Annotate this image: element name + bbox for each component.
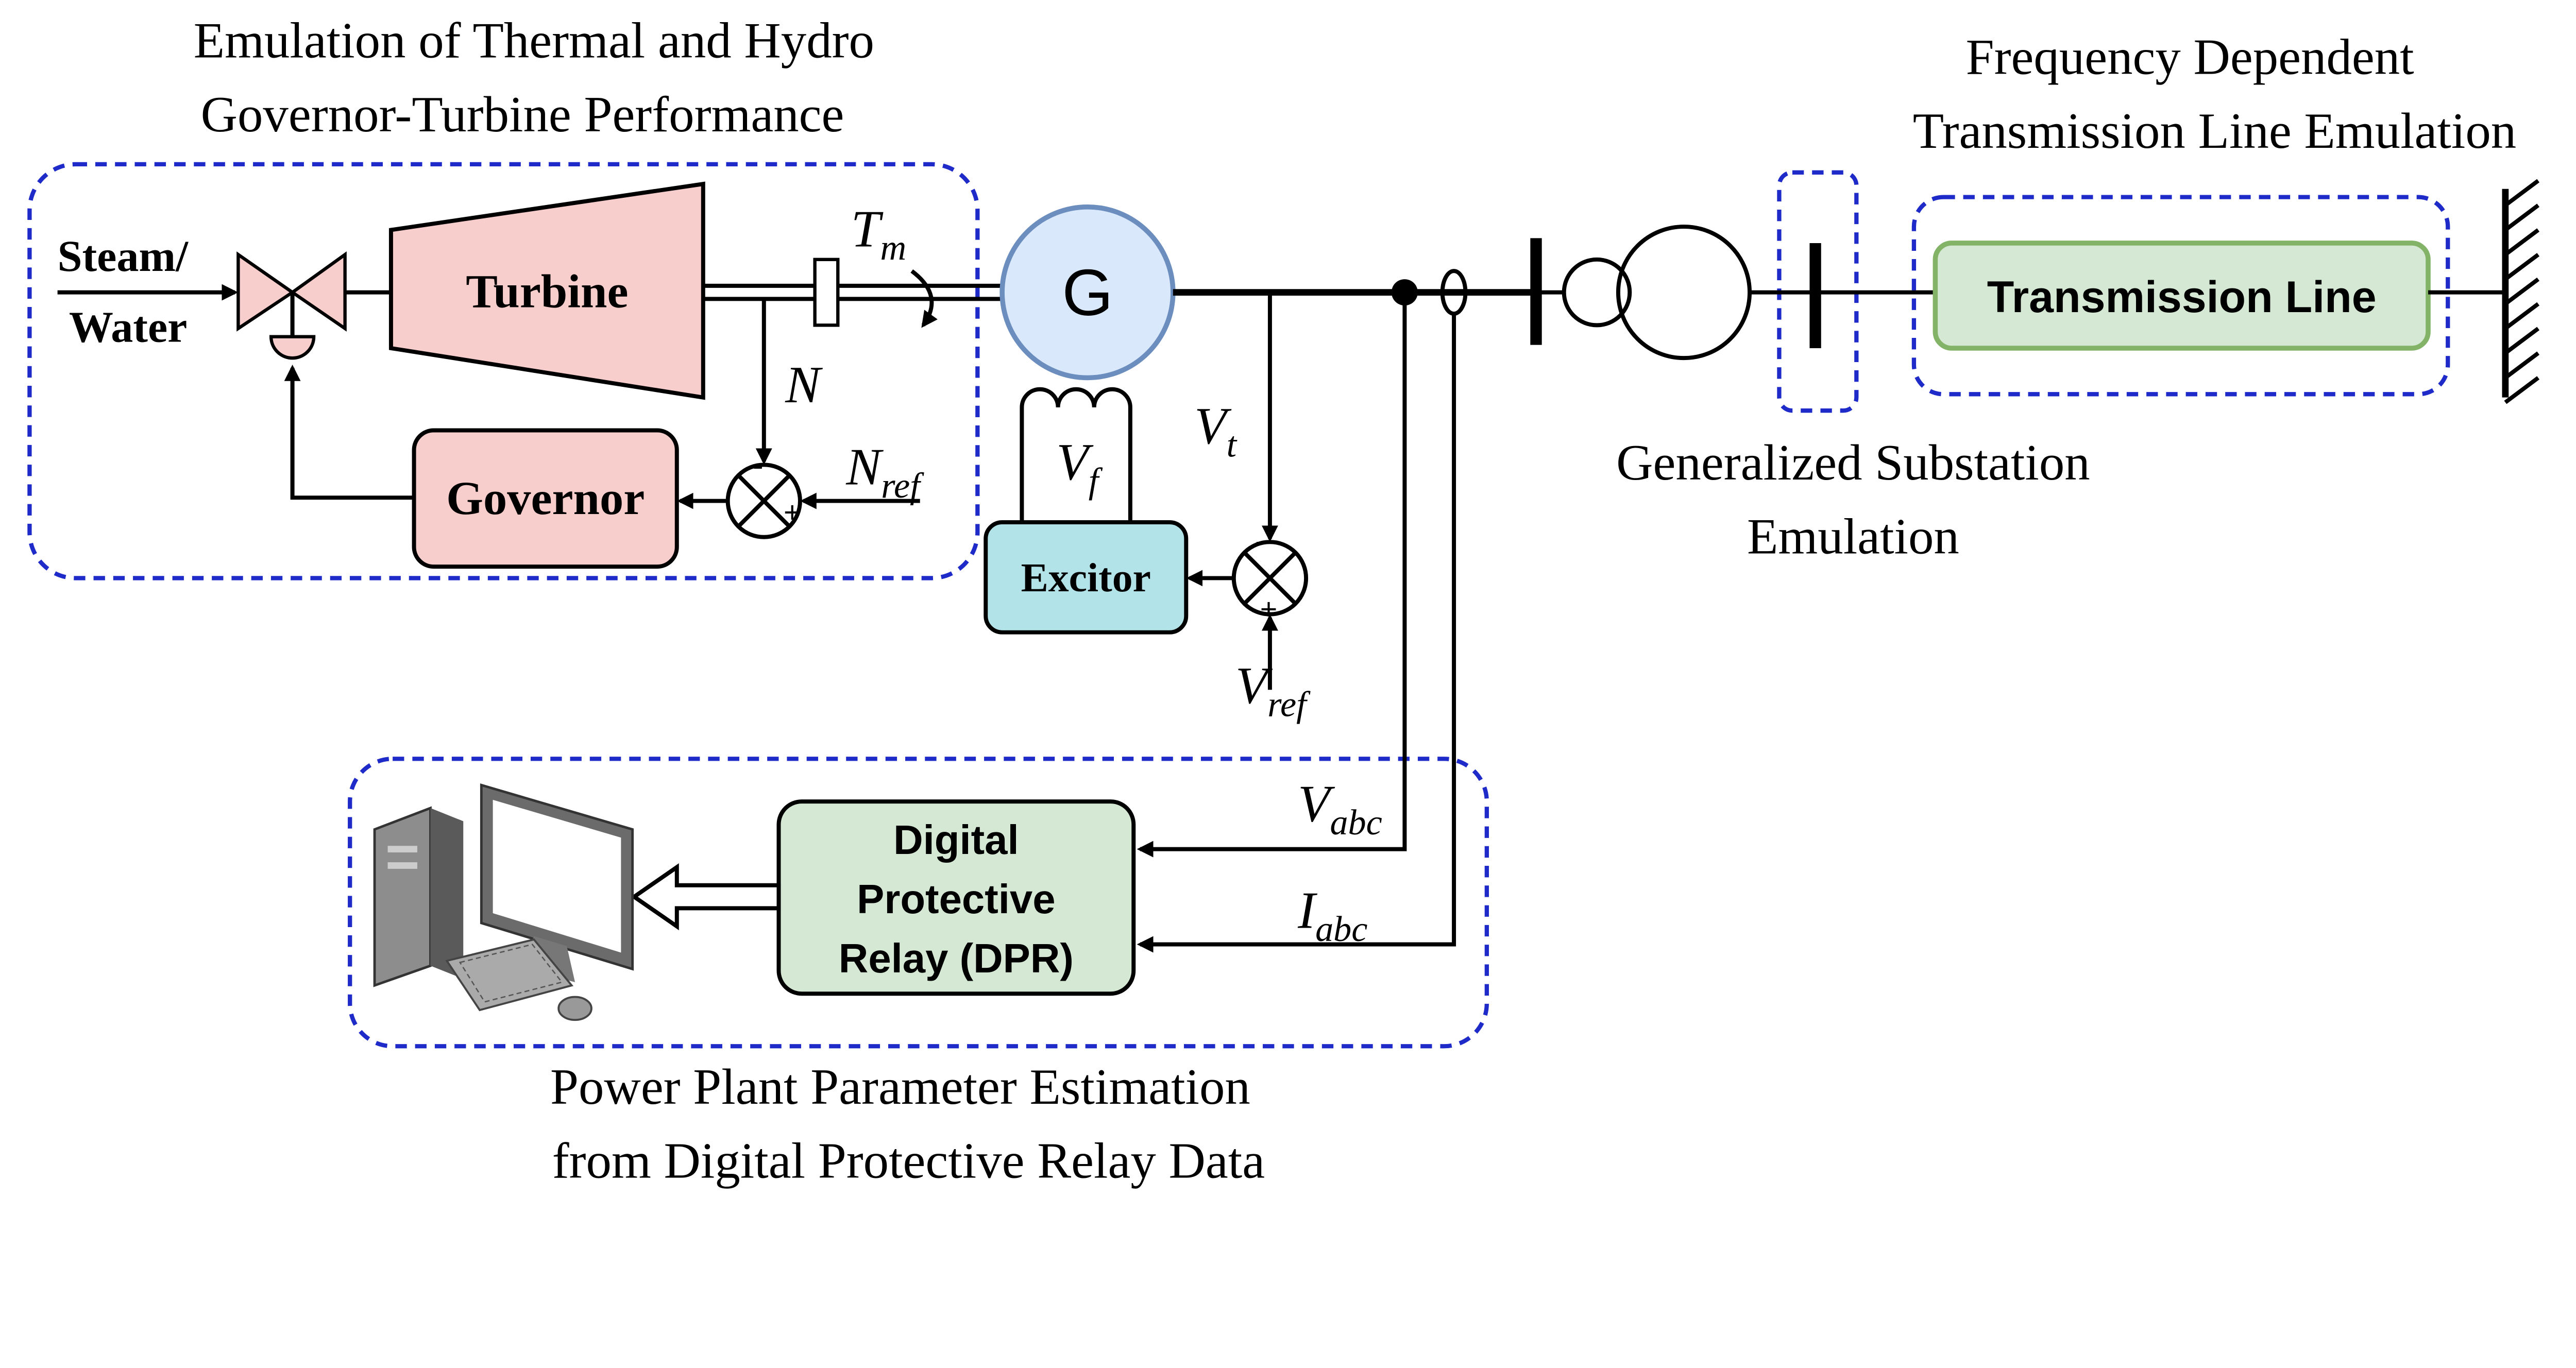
governor-section-box bbox=[27, 162, 980, 580]
voltage-summing-junction: - + bbox=[1231, 522, 1309, 626]
vabc-line bbox=[1137, 292, 1407, 858]
estimation-section-box bbox=[348, 757, 1489, 1049]
torque-arrow bbox=[910, 269, 938, 328]
n-label: N bbox=[785, 356, 823, 414]
shaft-coupling bbox=[813, 258, 840, 327]
governor-section-title-2: Governor-Turbine Performance bbox=[201, 87, 844, 143]
valve-icon bbox=[236, 251, 347, 360]
substation-section-title-2: Emulation bbox=[1747, 509, 1959, 565]
vt-label: Vt bbox=[1194, 397, 1237, 465]
svg-text:-: - bbox=[752, 447, 763, 484]
vref-label: Vref bbox=[1235, 657, 1311, 725]
generator-label: G bbox=[1062, 256, 1113, 330]
water-label: Water bbox=[69, 302, 187, 351]
estimation-section-title-2: from Digital Protective Relay Data bbox=[552, 1133, 1265, 1189]
turbine-block bbox=[388, 181, 705, 400]
steam-label: Steam/ bbox=[58, 231, 189, 281]
turbine-label: Turbine bbox=[466, 265, 628, 318]
field-winding-icon bbox=[1020, 387, 1132, 523]
power-plant-diagram: Emulation of Thermal and Hydro Governor-… bbox=[27, 13, 2540, 1189]
transmission-section-box bbox=[1911, 195, 2450, 397]
iabc-line bbox=[1137, 314, 1456, 953]
transmission-line-label: Transmission Line bbox=[1987, 272, 2377, 322]
governor-section-title-1: Emulation of Thermal and Hydro bbox=[194, 13, 874, 69]
dpr-label-2: Protective bbox=[857, 876, 1055, 922]
svg-text:-: - bbox=[1255, 522, 1266, 559]
governor-valve-line bbox=[284, 364, 414, 500]
excitor-label: Excitor bbox=[1021, 555, 1151, 601]
transmission-section-title-1: Frequency Dependent bbox=[1966, 29, 2414, 85]
generator bbox=[999, 204, 1176, 381]
dpr-label-3: Relay (DPR) bbox=[839, 935, 1074, 981]
iabc-label: Iabc bbox=[1297, 882, 1367, 950]
vabc-label: Vabc bbox=[1298, 775, 1382, 843]
nref-label: Nref bbox=[845, 438, 924, 506]
transmission-line-block bbox=[1933, 241, 2431, 351]
svg-text:+: + bbox=[784, 496, 801, 529]
data-transfer-arrow bbox=[630, 863, 781, 931]
ground-icon bbox=[2502, 179, 2540, 404]
substation-section-title-1: Generalized Substation bbox=[1616, 435, 2090, 491]
transformer-icon bbox=[1562, 225, 1752, 361]
computer-icon bbox=[373, 783, 634, 1021]
transmission-section-title-2: Transmission Line Emulation bbox=[1913, 103, 2517, 159]
speed-summing-junction: - + bbox=[725, 447, 802, 539]
governor-label: Governor bbox=[446, 472, 645, 525]
tm-label: Tm bbox=[851, 200, 906, 268]
dpr-label-1: Digital bbox=[893, 817, 1019, 863]
estimation-section-title-1: Power Plant Parameter Estimation bbox=[550, 1059, 1250, 1115]
vf-label: Vf bbox=[1056, 433, 1103, 501]
excitor-block bbox=[984, 520, 1189, 635]
